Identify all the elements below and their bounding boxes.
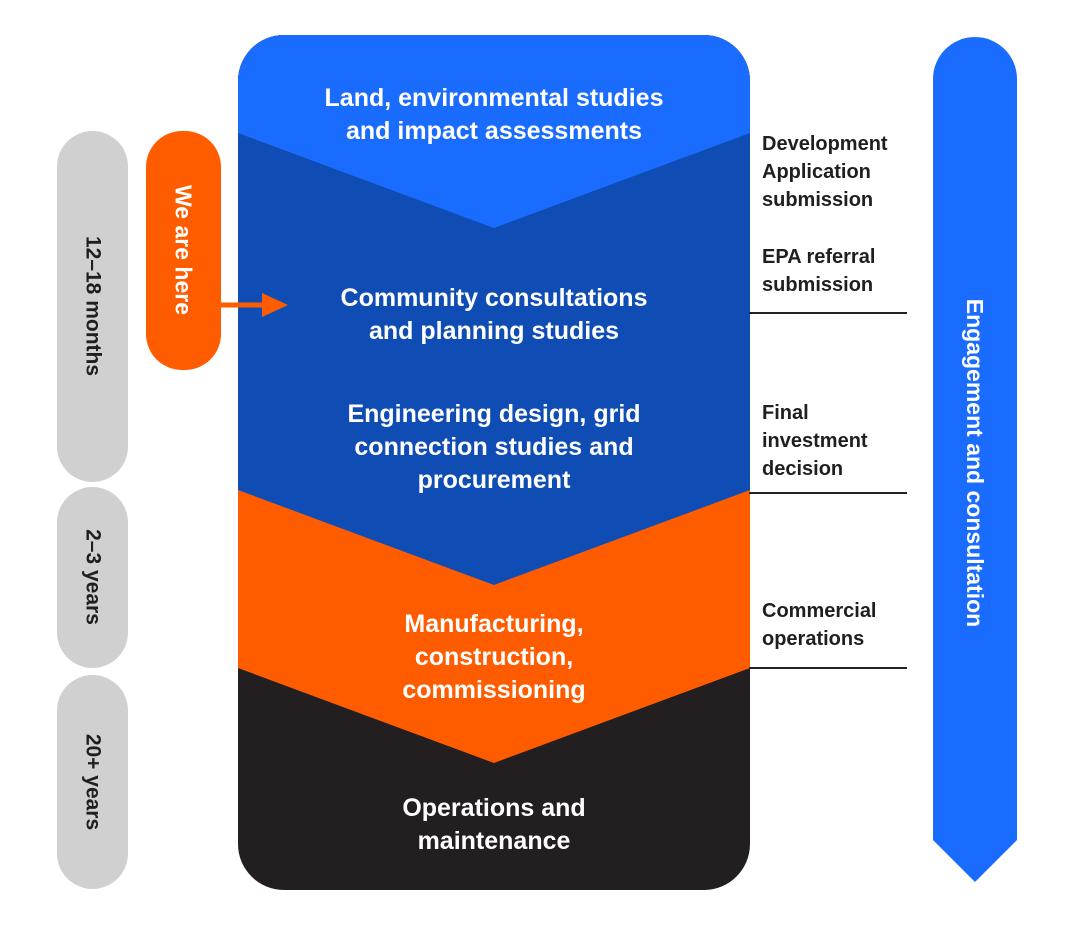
stage-engineering-label: Engineering design, grid connection stud… (347, 400, 641, 494)
milestone-epa-referral: EPA referral submission (762, 246, 876, 296)
engagement-arrow-shape (933, 37, 1017, 882)
engagement-label: Engagement and consultation (962, 298, 988, 628)
stage-community-label: Community consultations and planning stu… (340, 284, 648, 345)
milestone-divider (749, 667, 907, 669)
stage-land-label: Land, environmental studies and impact a… (324, 84, 664, 145)
milestone-divider (749, 492, 907, 494)
milestone-development-application: Development Application submission (762, 133, 888, 211)
duration-pill-2-3-years: 2–3 years (57, 487, 128, 668)
duration-label: 12–18 months (81, 235, 105, 377)
duration-label: 20+ years (81, 733, 105, 831)
duration-pill-20-plus-years: 20+ years (57, 675, 128, 889)
stage-operations-label: Operations and maintenance (402, 794, 586, 855)
we-are-here-marker: We are here (146, 131, 221, 370)
duration-label: 2–3 years (81, 529, 105, 625)
milestone-commercial-operations: Commercial operations (762, 600, 877, 650)
milestone-final-investment: Final investment decision (762, 402, 868, 480)
stage-manufacturing-label: Manufacturing, construction, commissioni… (402, 610, 586, 704)
duration-pill-12-18-months: 12–18 months (57, 131, 128, 482)
we-are-here-label: We are here (170, 185, 197, 315)
milestone-divider (749, 312, 907, 314)
land-stage-shape (238, 35, 750, 228)
we-are-here-arrowhead (262, 293, 288, 317)
